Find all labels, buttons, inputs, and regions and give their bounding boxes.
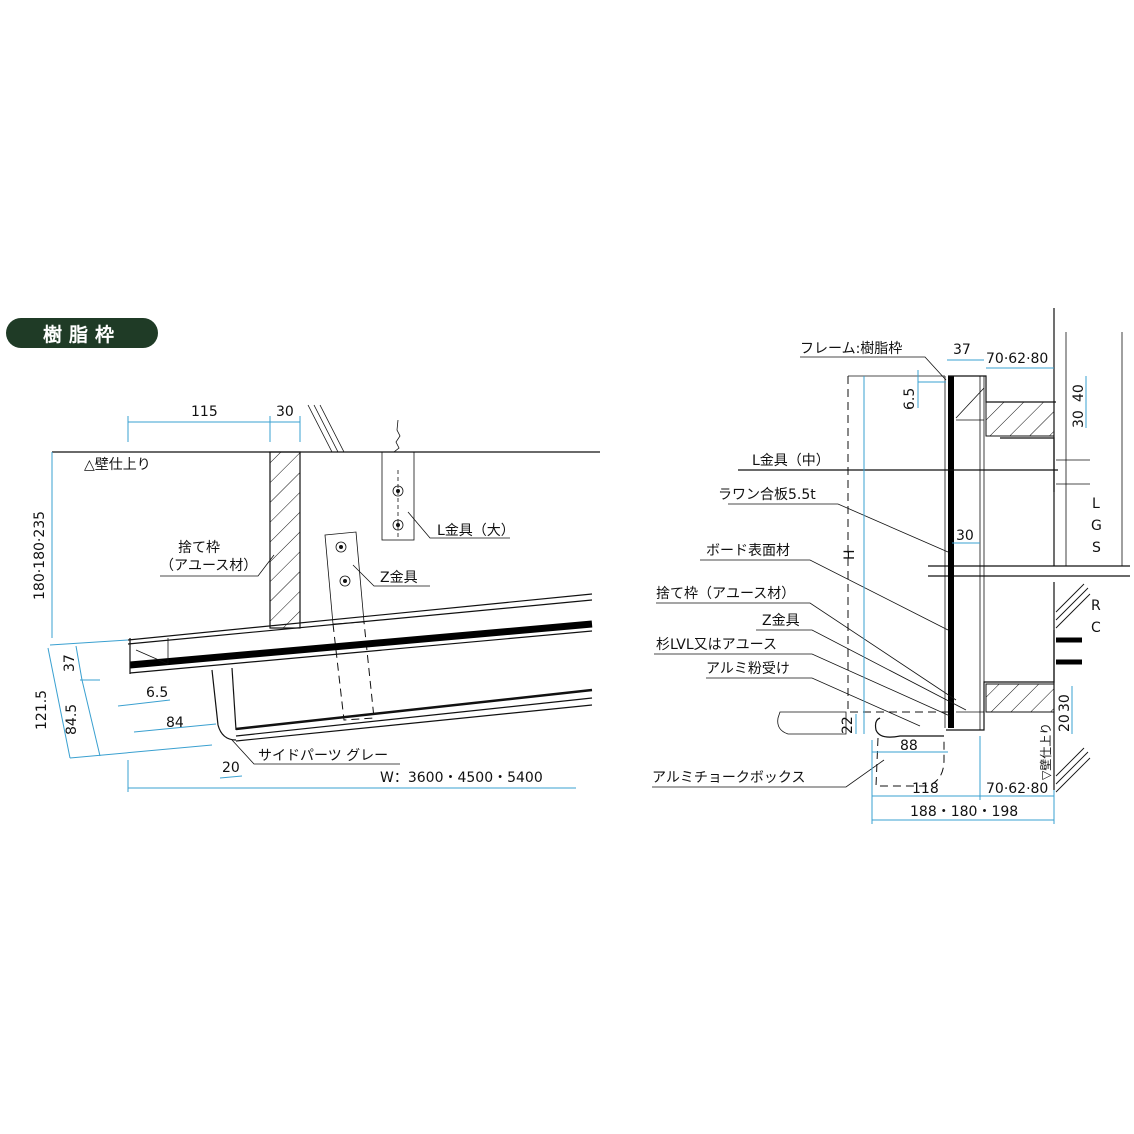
rc-c: C [1091, 620, 1101, 636]
dim-121-5: 121.5 [34, 690, 50, 730]
dim-40: 40 [1071, 384, 1087, 402]
sute-waku-hatch [269, 451, 301, 629]
dim-115: 115 [191, 404, 218, 420]
l-bracket-large-label: L金具（大） [437, 523, 515, 539]
dim-20-bot: 20 [1057, 714, 1073, 732]
dim-118: 118 [912, 781, 939, 797]
top-hatch [985, 401, 1055, 437]
chalk-box-label: アルミチョークボックス [652, 770, 805, 786]
l-bracket-large-shape [381, 451, 415, 541]
sute-waku-label-1: 捨て枠 [178, 539, 220, 556]
sugi-lvl-label: 杉LVL又はアユース [656, 637, 777, 653]
dim-top-depth: 70·62·80 [986, 351, 1048, 367]
rc-r: R [1091, 598, 1101, 614]
lgs-g: G [1091, 518, 1102, 534]
dim-width: W：3600・4500・5400 [380, 770, 543, 786]
lauan-plywood-label: ラワン合板5.5t [718, 487, 816, 503]
section-badge: 樹脂枠 [6, 318, 158, 348]
lgs-l: L [1092, 496, 1100, 512]
dim-30-mid: 30 [956, 528, 974, 544]
z-bracket-shape [324, 531, 365, 625]
alumi-tray-label: アルミ粉受け [706, 661, 790, 677]
z-bracket-right-label: Z金具 [762, 613, 800, 629]
dim-84: 84 [166, 715, 184, 731]
right-section-view: H 37 70·62·80 6.5 40 30 30 30 20 22 88 1… [652, 308, 1130, 824]
left-plan-view: 115 30 △壁仕上り 180·180·235 捨て枠 （アユース材） L金具… [32, 404, 600, 792]
section-badge-label: 樹脂枠 [42, 323, 121, 346]
z-bracket-label: Z金具 [380, 570, 418, 586]
sute-waku-label-2: （アユース材） [160, 558, 257, 574]
sute-waku-right-label: 捨て枠（アユース材） [656, 585, 795, 602]
dim-37-left: 37 [62, 654, 78, 672]
dim-height-range: 180·180·235 [32, 511, 48, 600]
frame-label: フレーム:樹脂枠 [800, 341, 902, 357]
dim-37-right: 37 [953, 342, 971, 358]
dim-6-5-left: 6.5 [146, 685, 168, 701]
dim-30-top: 30 [1071, 410, 1087, 428]
dim-h: H [842, 549, 858, 560]
board-surface-label: ボード表面材 [706, 543, 790, 559]
lgs-s: S [1092, 540, 1101, 556]
dim-84-5: 84.5 [64, 704, 80, 735]
wall-finish-label: △壁仕上り [84, 457, 151, 473]
side-parts-label: サイドパーツ グレー [258, 748, 388, 764]
dim-22: 22 [840, 716, 856, 734]
dim-6-5-right: 6.5 [902, 388, 918, 410]
l-bracket-mid-label: L金具（中） [752, 453, 830, 469]
bottom-hatch [985, 683, 1055, 713]
dim-88: 88 [900, 738, 918, 754]
wall-finish-right-label: ▽壁仕上り [1038, 723, 1053, 780]
dim-30: 30 [276, 404, 294, 420]
dim-20: 20 [222, 760, 240, 776]
dim-bottom-depth: 70·62·80 [986, 781, 1048, 797]
dim-30-bot: 30 [1057, 694, 1073, 712]
dim-total-depth: 188・180・198 [910, 804, 1018, 820]
